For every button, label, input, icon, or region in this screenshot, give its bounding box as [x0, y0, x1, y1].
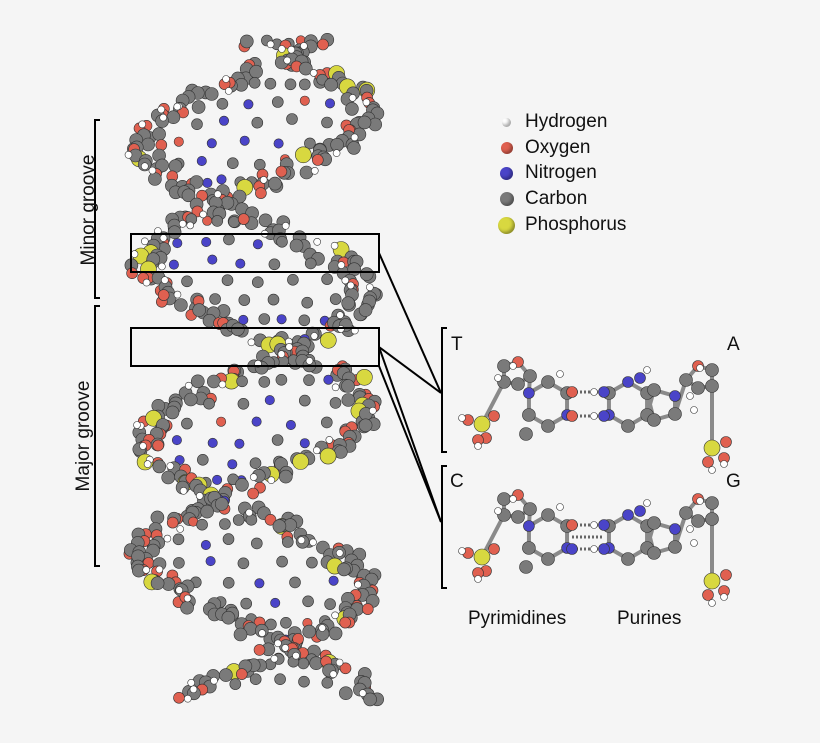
legend-label-carbon: Carbon [525, 188, 588, 209]
pyrimidines-caption: Pyrimidines [468, 608, 567, 629]
dna-double-helix [123, 32, 385, 707]
legend-item-hydrogen: Hydrogen [498, 110, 607, 134]
minor-groove-bracket [94, 119, 100, 299]
top-pair-leader-upper [378, 252, 442, 394]
legend-item-oxygen: Oxygen [498, 136, 590, 160]
legend-label-nitrogen: Nitrogen [525, 162, 597, 183]
phosphorus-atom-icon [498, 216, 515, 234]
oxygen-atom-icon [501, 142, 513, 154]
base-label-guanine: G [726, 471, 741, 492]
purines-caption: Purines [617, 608, 682, 629]
carbon-atom-icon [500, 192, 514, 206]
base-label-adenine: A [727, 334, 740, 355]
legend-label-oxygen: Oxygen [525, 137, 591, 158]
bottom-pair-leader-lower [378, 365, 442, 523]
bottom-pair-leader-upper [378, 346, 442, 523]
top-pair-leader-lower [378, 346, 442, 394]
cytosine-guanine-pair [458, 489, 732, 607]
base-label-cytosine: C [450, 471, 464, 492]
bracket-lines [94, 119, 447, 589]
legend-item-carbon: Carbon [498, 187, 587, 211]
major-groove-bracket [94, 305, 100, 567]
minor-groove-label: Minor groove [78, 154, 99, 266]
top-pair-bracket [441, 327, 447, 453]
hydrogen-atom-icon [502, 117, 511, 127]
legend-item-phosphorus: Phosphorus [498, 213, 626, 237]
legend-label-hydrogen: Hydrogen [525, 111, 608, 132]
nitrogen-atom-icon [500, 166, 513, 180]
base-label-thymine: T [451, 334, 463, 355]
bottom-pair-bracket [441, 465, 447, 589]
major-groove-label: Major groove [73, 380, 94, 492]
thymine-adenine-pair [458, 356, 732, 474]
legend-item-nitrogen: Nitrogen [498, 161, 597, 185]
legend-label-phosphorus: Phosphorus [525, 214, 627, 235]
